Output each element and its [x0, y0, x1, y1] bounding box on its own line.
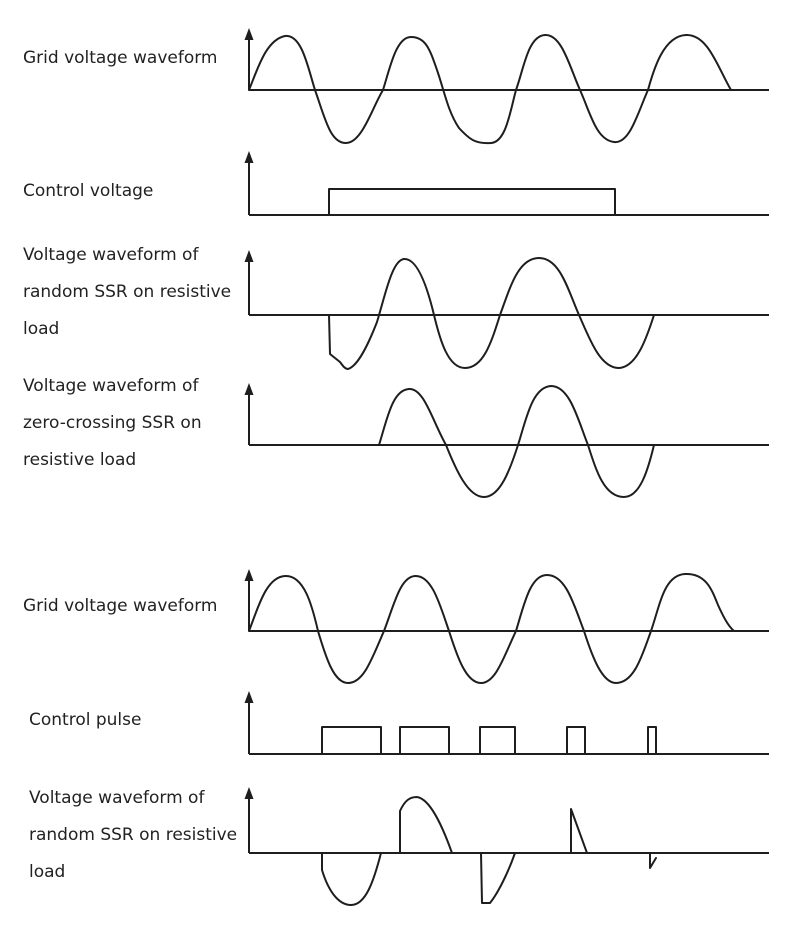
- label-top-random-ssr-line-3: load: [23, 319, 59, 339]
- y-axis-arrowhead: [244, 28, 254, 40]
- y-axis-arrowhead: [244, 250, 254, 262]
- panel-top-random-ssr: Voltage waveform of random SSR on resist…: [23, 245, 769, 370]
- control-voltage-step: [328, 188, 616, 216]
- y-axis-arrowhead: [244, 151, 254, 163]
- label-top-grid-voltage-line-1: Grid voltage waveform: [23, 48, 217, 68]
- random-ssr-pulsed-segment-1: [321, 852, 382, 906]
- random-ssr-output-wave: [328, 257, 655, 370]
- label-bottom-grid-voltage-line-1: Grid voltage waveform: [23, 596, 217, 616]
- panel-control-pulse: Control pulse: [29, 691, 769, 755]
- control-pulse-2: [399, 726, 450, 755]
- label-zero-crossing-line-2: zero-crossing SSR on: [23, 413, 202, 433]
- panel-top-grid-voltage: Grid voltage waveform: [23, 28, 769, 145]
- label-bottom-random-ssr-line-1: Voltage waveform of: [29, 788, 205, 808]
- y-axis-arrowhead: [244, 691, 254, 703]
- label-bottom-random-ssr-line-3: load: [29, 862, 65, 882]
- label-top-random-ssr-line-1: Voltage waveform of: [23, 245, 199, 265]
- control-pulse-4: [566, 726, 586, 755]
- label-zero-crossing-line-3: resistive load: [23, 450, 136, 470]
- zero-crossing-output-wave: [378, 385, 655, 498]
- label-bottom-random-ssr-line-2: random SSR on resistive: [29, 825, 237, 845]
- y-axis-arrowhead: [244, 383, 254, 395]
- random-ssr-pulsed-segment-2: [399, 796, 453, 854]
- label-control-voltage-line-1: Control voltage: [23, 181, 153, 201]
- panel-bottom-random-ssr: Voltage waveform of random SSR on resist…: [29, 787, 769, 906]
- random-ssr-pulsed-segment-3: [480, 852, 516, 904]
- grid-voltage-sine-wave: [248, 33, 732, 145]
- label-top-random-ssr-line-2: random SSR on resistive: [23, 282, 231, 302]
- control-pulse-1: [321, 726, 382, 755]
- grid-voltage-sine-wave-2: [248, 572, 735, 684]
- random-ssr-pulsed-segment-5: [649, 852, 657, 869]
- label-zero-crossing-line-1: Voltage waveform of: [23, 376, 199, 396]
- panel-bottom-grid-voltage: Grid voltage waveform: [23, 569, 769, 684]
- panel-zero-crossing-ssr: Voltage waveform of zero-crossing SSR on…: [23, 376, 769, 498]
- control-pulse-3: [479, 726, 516, 755]
- control-pulse-5: [647, 726, 657, 755]
- y-axis-arrowhead: [244, 787, 254, 799]
- random-ssr-pulsed-segment-4: [570, 808, 588, 854]
- y-axis-arrowhead: [244, 569, 254, 581]
- panel-top-control-voltage: Control voltage: [23, 151, 769, 216]
- label-control-pulse-line-1: Control pulse: [29, 710, 141, 730]
